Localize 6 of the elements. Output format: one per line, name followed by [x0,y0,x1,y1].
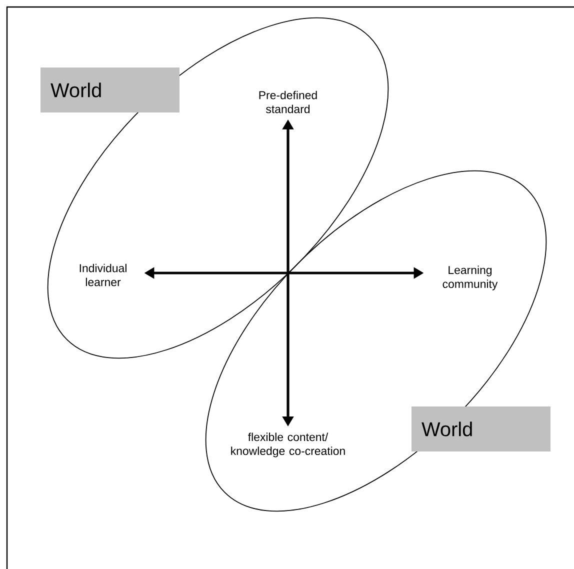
world-box: World [412,406,550,452]
axis-label: Individual learner [80,264,126,286]
axis-label: Pre-defined standard [259,90,317,114]
world-box: World [40,68,180,112]
axis-label: Learning community [442,266,498,290]
axis-label: flexible content/ knowledge co-creation [231,432,345,458]
